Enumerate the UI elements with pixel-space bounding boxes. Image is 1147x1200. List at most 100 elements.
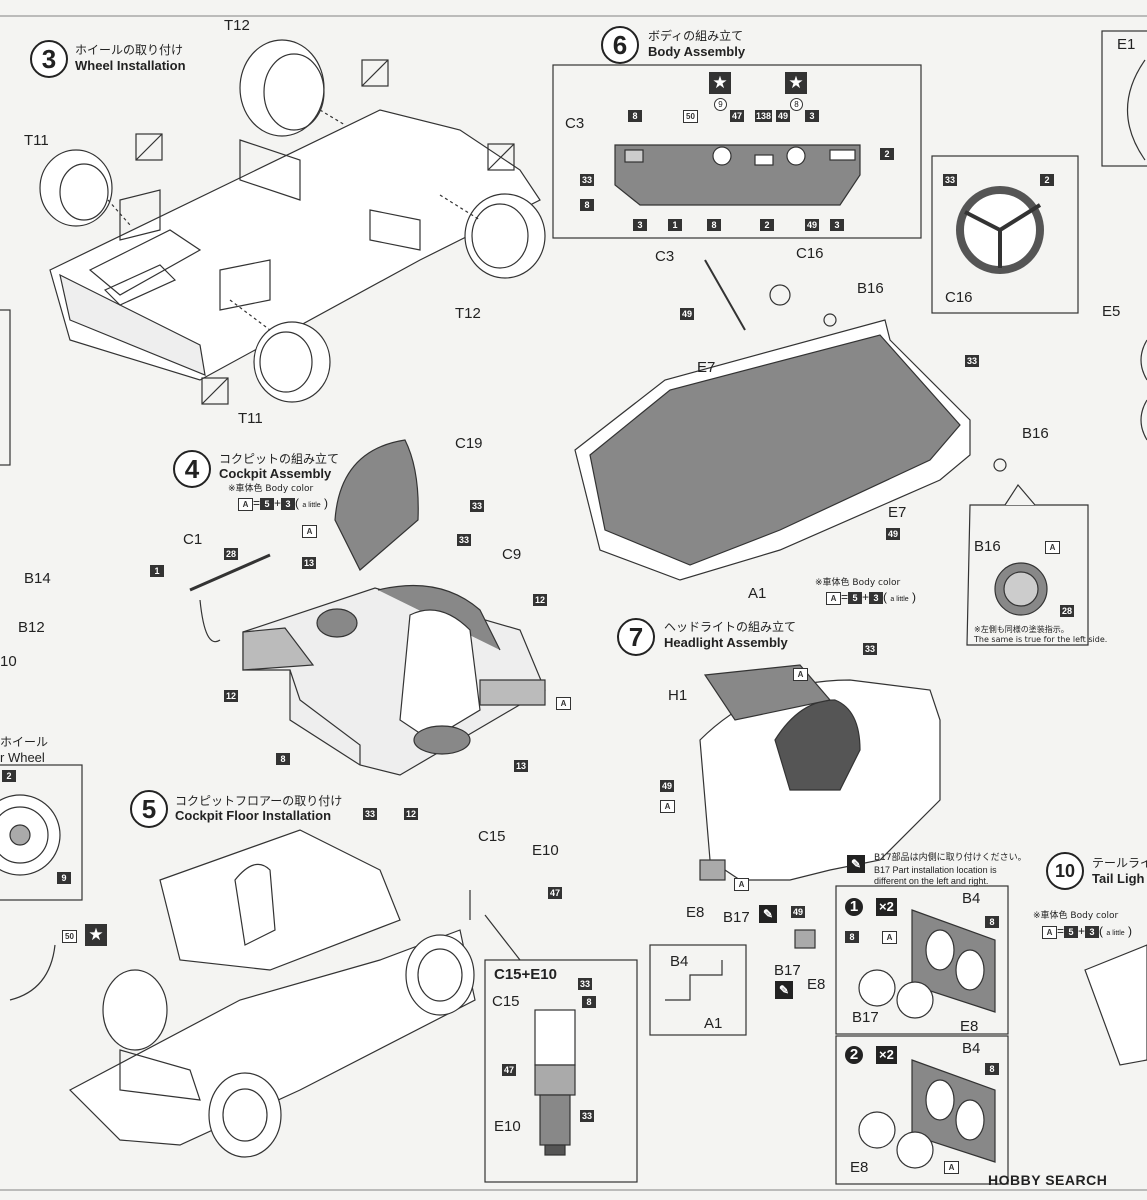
part-label-e8-b: E8 <box>807 976 826 993</box>
part-label-t11-bottom: T11 <box>238 410 263 427</box>
paint-code: 1 <box>668 219 682 231</box>
paint-code: 49 <box>886 528 900 540</box>
step-5-number: 5 <box>130 790 168 828</box>
part-label-e8-p1: E8 <box>960 1018 979 1035</box>
paint-code: A <box>793 668 808 681</box>
left-side-note-jp: ※左側も同様の塗装指示。 <box>974 625 1069 634</box>
body-color-formula-10: A=5+3( a little ) <box>1042 924 1132 939</box>
paint-code: 3 <box>805 110 819 122</box>
step-3-title-en: Wheel Installation <box>75 58 186 73</box>
part-label-b4-p2: B4 <box>962 1040 981 1057</box>
body-color-formula-4: A=5+3( a little ) <box>238 496 328 511</box>
paint-code: 9 <box>57 872 71 884</box>
paint-code: 33 <box>965 355 979 367</box>
paint-code: 3 <box>830 219 844 231</box>
step-10-number: 10 <box>1046 852 1084 890</box>
paint-code: A <box>556 697 571 710</box>
brush-icon: ✎ <box>775 981 793 999</box>
hobby-search-logo: HOBBY SEARCH <box>988 1172 1108 1188</box>
b17-note-jp: B17部品は内側に取り付けください。 <box>874 853 1027 863</box>
paint-code: 8 <box>276 753 290 765</box>
paint-code: 8 <box>985 916 999 928</box>
step-5-title-en: Cockpit Floor Installation <box>175 808 332 823</box>
paint-code: 33 <box>363 808 377 820</box>
part-label-e5: E5 <box>1102 303 1121 320</box>
step-6-title-en: Body Assembly <box>648 44 746 59</box>
paint-code: 49 <box>660 780 674 792</box>
paint-code: A <box>660 800 675 813</box>
paint-code: 49 <box>791 906 805 918</box>
step-7-title-jp: ヘッドライトの組み立て <box>664 620 797 634</box>
part-label-h1: H1 <box>668 687 688 704</box>
paint-code: 50 <box>62 930 77 943</box>
part-label-e10-b: E10 <box>494 1118 521 1135</box>
part-label-a1: A1 <box>748 585 767 602</box>
panel-1-qty: ×2 <box>876 898 897 916</box>
wheel-title-jp: ホイール <box>0 735 49 749</box>
wheel-title-en: r Wheel <box>0 750 45 765</box>
part-label-c1: C1 <box>183 531 203 548</box>
paint-code: 28 <box>224 548 238 560</box>
part-label-e10: E10 <box>532 842 559 859</box>
star-icon: ★ <box>785 72 807 94</box>
paint-code: 12 <box>533 594 547 606</box>
part-label-c15: C15 <box>478 828 506 845</box>
paint-code: 47 <box>548 887 562 899</box>
part-label-c3: C3 <box>655 248 675 265</box>
step-4-title-en: Cockpit Assembly <box>219 466 332 481</box>
step-10-title-jp: テールライ <box>1092 856 1147 870</box>
panel-1-number: 1 <box>845 898 863 916</box>
part-label-a1-b: A1 <box>704 1015 723 1032</box>
paint-code: 49 <box>680 308 694 320</box>
part-label-c15-e10: C15+E10 <box>494 966 557 983</box>
b17-note-en1: B17 Part installation location is <box>874 865 997 875</box>
paint-code: 13 <box>514 760 528 772</box>
brush-icon: ✎ <box>847 855 865 873</box>
part-label-b16-box: B16 <box>974 538 1001 555</box>
paint-code: A <box>944 1161 959 1174</box>
part-label-b16: B16 <box>857 280 884 297</box>
part-label-t12-right: T12 <box>455 305 481 322</box>
part-label-c3-box: C3 <box>565 115 585 132</box>
part-label-b4: B4 <box>670 953 689 970</box>
paint-code: 33 <box>863 643 877 655</box>
step-4-title-jp: コクピットの組み立て <box>219 452 340 466</box>
paint-code: 13 <box>302 557 316 569</box>
paint-code: 8 <box>582 996 596 1008</box>
paint-code: 33 <box>580 1110 594 1122</box>
left-side-note-en: The same is true for the left side. <box>974 635 1108 644</box>
paint-code: A <box>302 525 317 538</box>
part-label-c16-box: C16 <box>945 289 973 306</box>
paint-code: 8 <box>707 219 721 231</box>
body-color-note-4: ※車体色 Body color <box>228 484 314 494</box>
paint-code: 33 <box>578 978 592 990</box>
brush-icon: ✎ <box>759 905 777 923</box>
paint-code: 33 <box>470 500 484 512</box>
part-label-b12: B12 <box>18 619 45 636</box>
part-label-b16-b: B16 <box>1022 425 1049 442</box>
paint-code: 50 <box>683 110 698 123</box>
paint-code: A <box>1045 541 1060 554</box>
step-4-number: 4 <box>173 450 211 488</box>
paint-code: A <box>734 878 749 891</box>
paint-code: 8 <box>580 199 594 211</box>
step-10-title-en: Tail Ligh <box>1092 871 1145 886</box>
step-7-number: 7 <box>617 618 655 656</box>
paint-code: 1 <box>150 565 164 577</box>
paint-code: 2 <box>880 148 894 160</box>
part-label-e1: E1 <box>1117 36 1136 53</box>
step-6-title-jp: ボディの組み立て <box>648 29 744 43</box>
part-label-c15-b: C15 <box>492 993 520 1010</box>
paint-code: 8 <box>985 1063 999 1075</box>
part-label-b17-p1: B17 <box>852 1009 879 1026</box>
part-label-10: 10 <box>0 653 17 670</box>
paint-code: 2 <box>1040 174 1054 186</box>
star-icon: ★ <box>709 72 731 94</box>
paint-code: 28 <box>1060 605 1074 617</box>
part-label-e8: E8 <box>686 904 705 921</box>
step-6-number: 6 <box>601 26 639 64</box>
circle-number: 9 <box>714 98 727 111</box>
step-7-title-en: Headlight Assembly <box>664 635 788 650</box>
paint-code: 49 <box>776 110 790 122</box>
paint-code: 138 <box>755 110 773 122</box>
